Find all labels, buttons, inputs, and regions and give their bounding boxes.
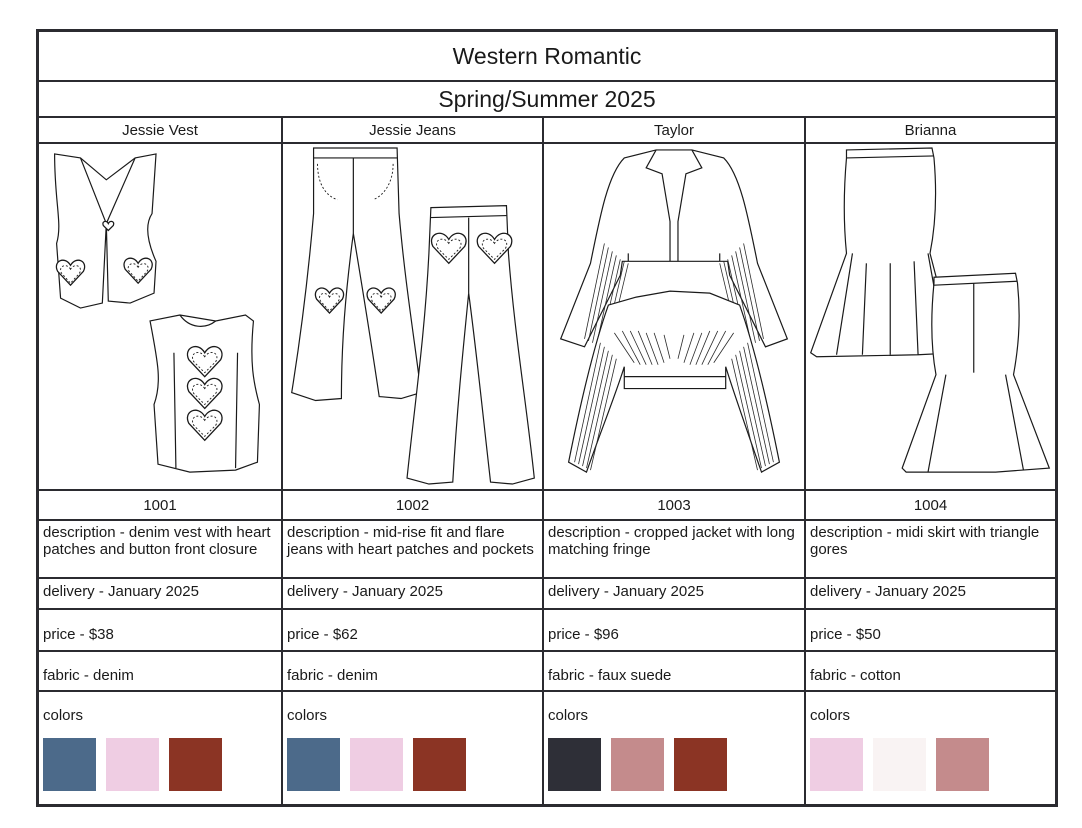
- color-swatch: [873, 738, 926, 791]
- collection-title: Western Romantic: [39, 32, 1055, 82]
- color-swatch: [611, 738, 664, 791]
- product-description: description - cropped jacket with long m…: [544, 521, 804, 579]
- color-swatch: [287, 738, 340, 791]
- style-number: 1003: [544, 491, 804, 521]
- jacket-illustration: [559, 149, 789, 473]
- color-swatch: [106, 738, 159, 791]
- product-name: Taylor: [544, 118, 804, 144]
- product-fabric: fabric - faux suede: [544, 652, 804, 692]
- vest-flat-sketch: [39, 144, 281, 491]
- product-column-1004: Brianna 1004 description - midi skirt wi…: [804, 118, 1055, 804]
- color-swatch: [810, 738, 863, 791]
- vest-illustration: [54, 153, 261, 473]
- product-fabric: fabric - denim: [283, 652, 542, 692]
- color-swatch: [169, 738, 222, 791]
- product-price: price - $38: [39, 610, 281, 652]
- jeans-illustration: [291, 147, 535, 485]
- color-options: colors: [283, 692, 542, 804]
- product-column-1003: Taylor 1003 description - cropped: [542, 118, 804, 804]
- style-number: 1001: [39, 491, 281, 521]
- colors-label: colors: [43, 707, 84, 724]
- product-price: price - $62: [283, 610, 542, 652]
- color-swatches: [810, 738, 989, 791]
- color-options: colors: [39, 692, 281, 804]
- jeans-flat-sketch: [283, 144, 542, 491]
- color-options: colors: [544, 692, 804, 804]
- style-number: 1004: [806, 491, 1055, 521]
- color-swatches: [548, 738, 727, 791]
- product-price: price - $50: [806, 610, 1055, 652]
- product-column-1001: Jessie Vest: [39, 118, 281, 804]
- jacket-flat-sketch: [544, 144, 804, 491]
- color-swatch: [936, 738, 989, 791]
- color-swatch: [674, 738, 727, 791]
- color-swatch: [548, 738, 601, 791]
- color-swatch: [43, 738, 96, 791]
- product-column-1002: Jessie Jeans 1002 description - m: [281, 118, 542, 804]
- product-name: Jessie Jeans: [283, 118, 542, 144]
- season-title: Spring/Summer 2025: [39, 82, 1055, 118]
- line-sheet: Western Romantic Spring/Summer 2025 Jess…: [36, 29, 1058, 807]
- product-fabric: fabric - cotton: [806, 652, 1055, 692]
- delivery-date: delivery - January 2025: [544, 579, 804, 610]
- color-swatches: [43, 738, 222, 791]
- colors-label: colors: [548, 707, 589, 724]
- product-name: Jessie Vest: [39, 118, 281, 144]
- color-swatches: [287, 738, 466, 791]
- product-description: description - denim vest with heart patc…: [39, 521, 281, 579]
- delivery-date: delivery - January 2025: [283, 579, 542, 610]
- color-options: colors: [806, 692, 1055, 804]
- skirt-illustration: [809, 147, 1051, 473]
- delivery-date: delivery - January 2025: [39, 579, 281, 610]
- colors-label: colors: [810, 707, 851, 724]
- color-swatch: [413, 738, 466, 791]
- delivery-date: delivery - January 2025: [806, 579, 1055, 610]
- product-name: Brianna: [806, 118, 1055, 144]
- product-description: description - midi skirt with triangle g…: [806, 521, 1055, 579]
- product-description: description - mid-rise fit and flare jea…: [283, 521, 542, 579]
- skirt-flat-sketch: [806, 144, 1055, 491]
- colors-label: colors: [287, 707, 328, 724]
- style-number: 1002: [283, 491, 542, 521]
- product-price: price - $96: [544, 610, 804, 652]
- product-fabric: fabric - denim: [39, 652, 281, 692]
- color-swatch: [350, 738, 403, 791]
